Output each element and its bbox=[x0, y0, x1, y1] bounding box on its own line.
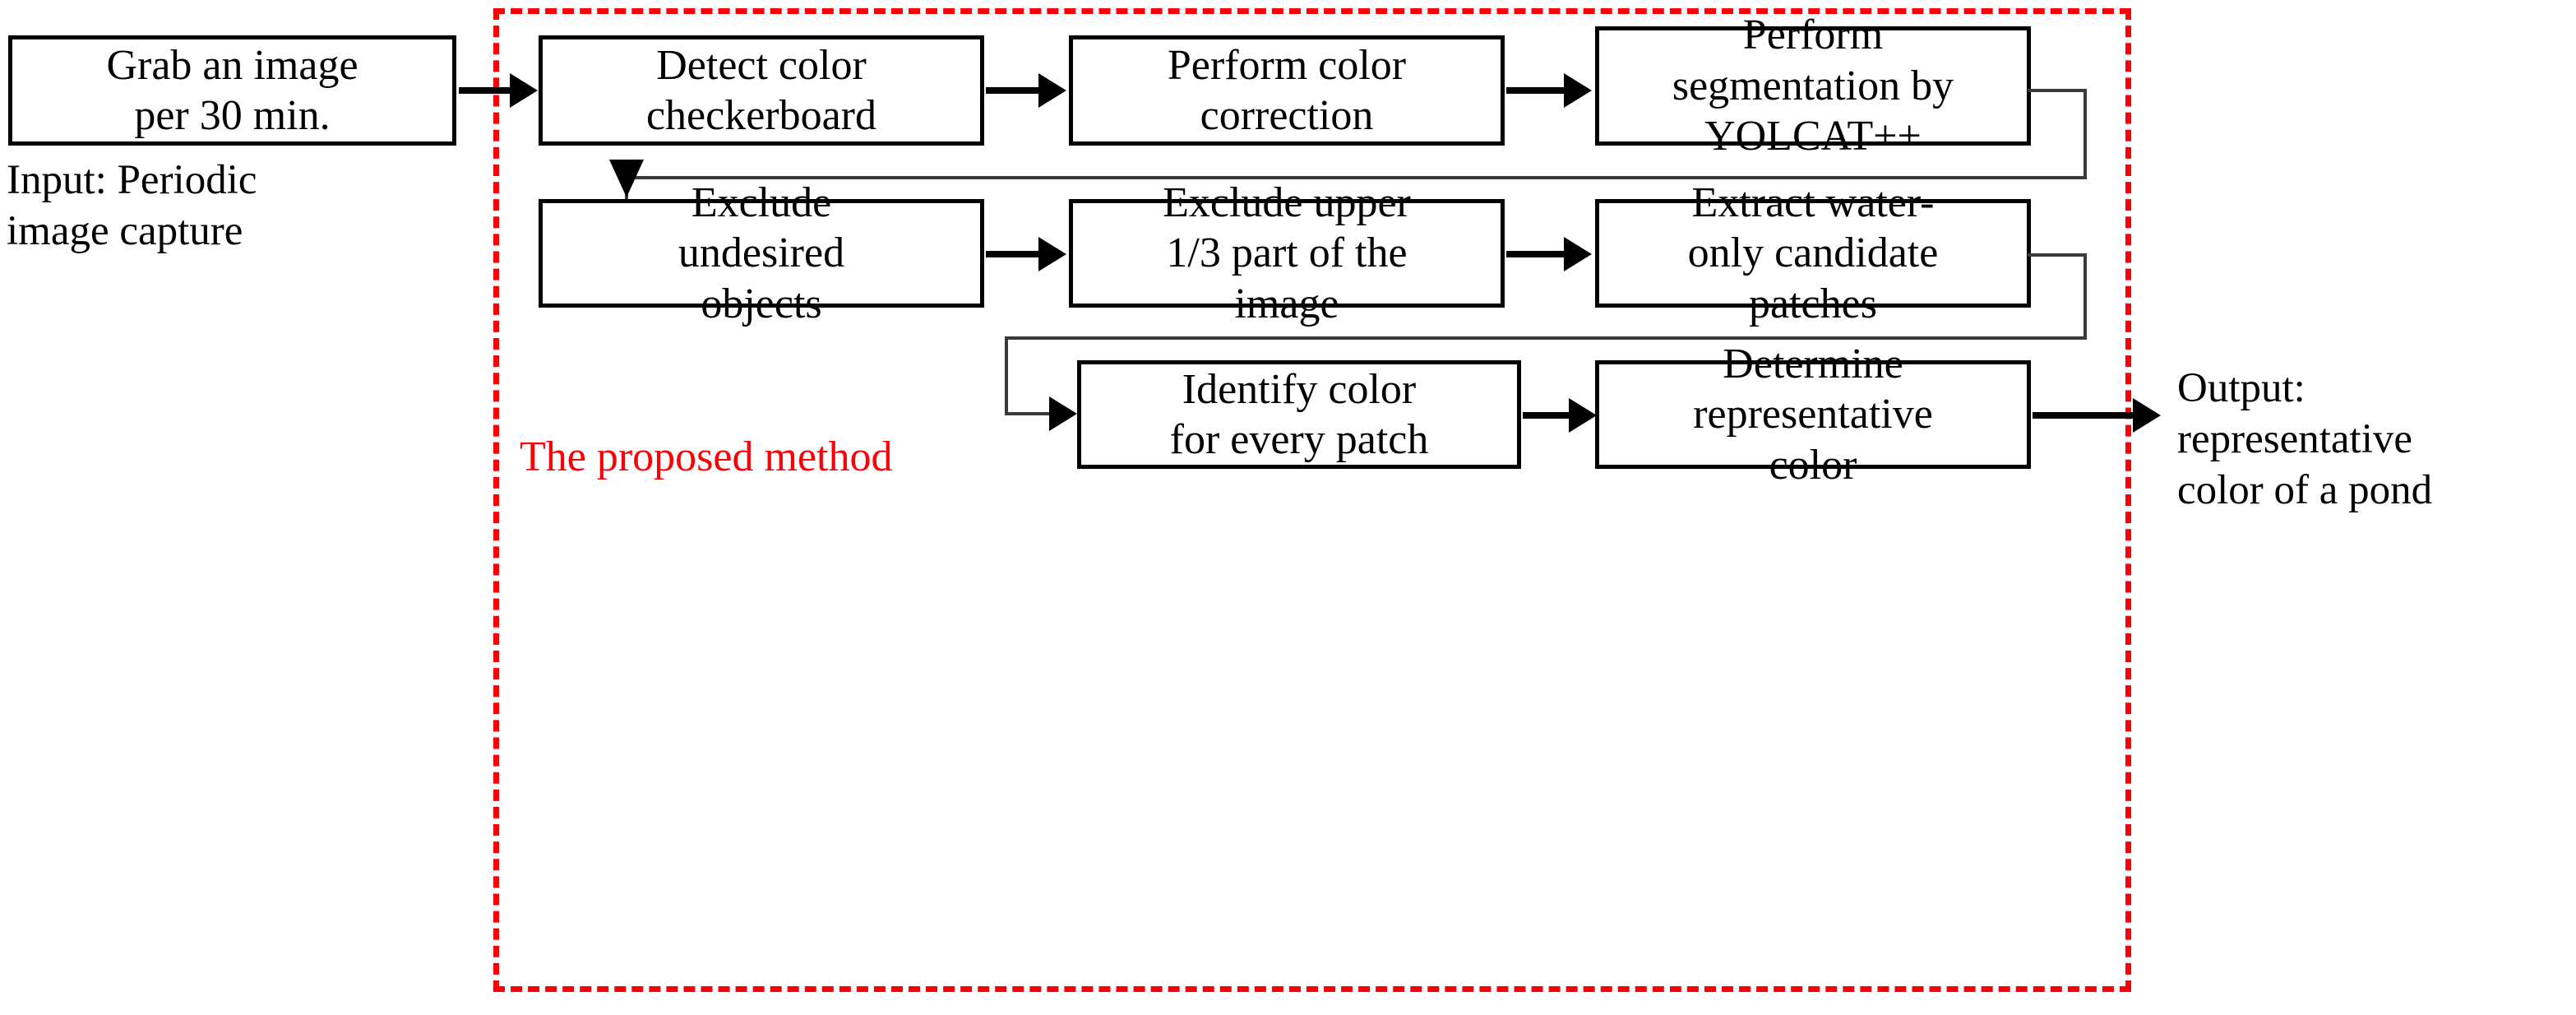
node-exclude-upper-third[interactable]: Exclude upper 1/3 part of the image bbox=[1069, 179, 1505, 327]
arrow-head-right-icon bbox=[1049, 396, 1077, 431]
node-label: Exclude upper 1/3 part of the image bbox=[1163, 178, 1411, 327]
edge-extract-to-identify-h2 bbox=[1005, 336, 2087, 340]
input-caption: Input: Periodic image capture bbox=[7, 157, 257, 255]
edge-seg-to-exclude-h1 bbox=[2028, 89, 2087, 92]
edge-extract-to-identify-v2 bbox=[1005, 336, 1008, 415]
arrow-head-down-icon bbox=[609, 160, 644, 197]
arrow-shaft bbox=[1523, 412, 1572, 419]
node-exclude-objects[interactable]: Exclude undesired objects bbox=[539, 179, 984, 327]
node-label: Identify color for every patch bbox=[1169, 365, 1429, 463]
edge-seg-to-exclude-v1 bbox=[2083, 89, 2087, 179]
proposed-method-label: The proposed method bbox=[520, 433, 893, 480]
arrow-head-icon bbox=[1038, 237, 1066, 271]
node-determine-color[interactable]: Determine representative color bbox=[1595, 341, 2031, 489]
edge-extract-to-identify-h1 bbox=[2028, 253, 2087, 257]
arrow-shaft bbox=[459, 87, 513, 94]
node-label: Perform segmentation by YOLCAT++ bbox=[1672, 12, 1954, 160]
node-color-correction[interactable]: Perform color correction bbox=[1069, 35, 1505, 146]
node-input-node[interactable]: Grab an image per 30 min. bbox=[8, 35, 456, 146]
arrow-shaft bbox=[2033, 412, 2136, 419]
node-label: Perform color correction bbox=[1167, 41, 1407, 139]
node-label: Detect color checkerboard bbox=[645, 41, 877, 139]
arrow-head-icon bbox=[2133, 398, 2161, 433]
arrow-head-icon bbox=[510, 73, 538, 108]
edge-extract-to-identify-v1 bbox=[2083, 253, 2087, 340]
node-identify-color[interactable]: Identify color for every patch bbox=[1077, 360, 1521, 469]
node-label: Exclude undesired objects bbox=[678, 178, 845, 327]
edge-seg-to-exclude-h2 bbox=[625, 176, 2087, 179]
edge-extract-to-identify-h3 bbox=[1005, 412, 1052, 415]
output-caption: Output: representative color of a pond bbox=[2177, 365, 2433, 514]
node-segmentation[interactable]: Perform segmentation by YOLCAT++ bbox=[1595, 12, 2031, 160]
arrow-head-icon bbox=[1564, 237, 1592, 271]
proposed-method-boundary bbox=[493, 8, 2131, 992]
node-label: Extract water- only candidate patches bbox=[1687, 178, 1939, 327]
node-extract-patches[interactable]: Extract water- only candidate patches bbox=[1595, 179, 2031, 327]
arrow-head-icon bbox=[1569, 398, 1597, 433]
node-detect-checkerboard[interactable]: Detect color checkerboard bbox=[539, 35, 984, 146]
node-label: Grab an image per 30 min. bbox=[106, 41, 358, 139]
arrow-shaft bbox=[1506, 87, 1567, 94]
arrow-head-icon bbox=[1038, 73, 1066, 108]
arrow-shaft bbox=[986, 87, 1042, 94]
arrow-head-icon bbox=[1564, 73, 1592, 108]
arrow-shaft bbox=[986, 251, 1042, 257]
arrow-shaft bbox=[1506, 251, 1567, 257]
node-label: Determine representative color bbox=[1693, 340, 1933, 489]
